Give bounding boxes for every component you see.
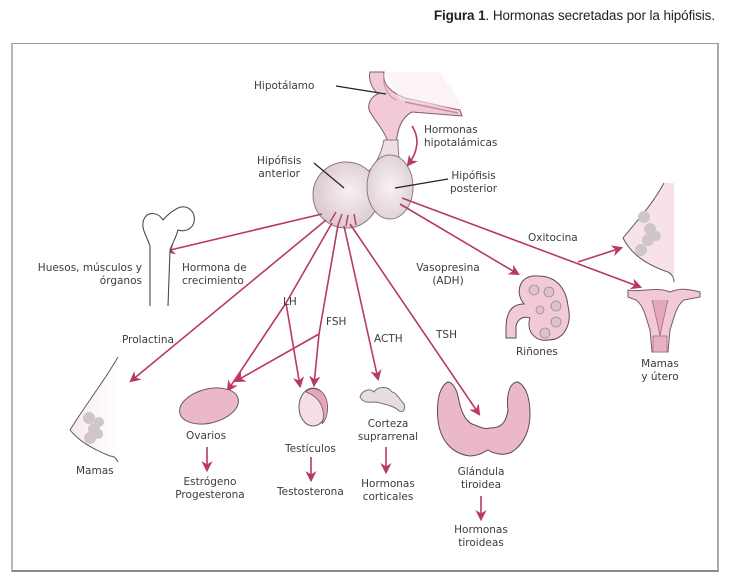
hormone-arrows (129, 125, 643, 522)
label-prolactin: Prolactina (122, 334, 174, 346)
arrow-oxytocin-uterus (401, 197, 643, 290)
label-line: tiroidea (460, 479, 502, 491)
label-line: Hipófisis (257, 155, 302, 167)
label-line: Huesos, músculos y (37, 262, 142, 274)
label-line: y útero (641, 371, 679, 383)
label-posterior-pituitary: Hipófisis posterior (450, 170, 497, 196)
kidney-illustration (505, 275, 570, 341)
testis-illustration (298, 387, 329, 427)
label-line: corticales (362, 491, 414, 503)
label-line: Estrógeno (183, 476, 237, 488)
arrow-prolactin (129, 219, 327, 383)
label-line: Hormonas (424, 124, 478, 136)
label-testis-hormone: Testosterona (277, 486, 344, 498)
label-kidneys: Riñones (516, 346, 558, 358)
label-oxytocin: Oxitocina (528, 232, 578, 244)
label-breasts-left: Mamas (76, 465, 114, 477)
label-fsh: FSH (326, 316, 347, 328)
label-hypothalamic-hormones: Hormonas hipotalámicas (424, 124, 497, 150)
label-line: hipotalámicas (424, 137, 498, 149)
label-line: Hormonas (454, 524, 508, 536)
label-vasopressin: Vasopresina (ADH) (410, 262, 486, 288)
arrow-lh-stem (285, 222, 333, 304)
label-line: anterior (258, 168, 301, 180)
hypothalamus-illustration (368, 71, 465, 143)
arrow-growth-hormone (163, 213, 323, 255)
label-line: Vasopresina (416, 262, 480, 274)
label-lh: LH (283, 296, 297, 308)
label-acth: ACTH (374, 333, 403, 345)
adrenal-cortex-illustration (359, 387, 405, 413)
label-line: tiroideas (458, 537, 504, 549)
figure-title: . Hormonas secretadas por la hipófisis. (485, 8, 716, 23)
label-line: (ADH) (432, 275, 464, 287)
label-line: suprarrenal (357, 431, 419, 443)
uterus-illustration (627, 288, 701, 353)
label-thyroid: Glándula tiroidea (452, 466, 510, 492)
label-line: Mamas (641, 358, 679, 370)
label-thyroid-hormones: Hormonas tiroideas (450, 524, 512, 550)
gland-rays (329, 211, 357, 227)
arrow-lh-ovaries (226, 302, 287, 392)
label-line: Hipófisis (451, 170, 496, 182)
label-bones-target: Huesos, músculos y órganos (36, 262, 142, 288)
posterior-pituitary-gland (366, 154, 414, 220)
label-adrenal-cortex: Corteza suprarrenal (355, 418, 421, 444)
breast-right-illustration (622, 182, 675, 283)
label-line: Hormonas (361, 478, 415, 490)
ovary-illustration (179, 387, 239, 425)
arrow-fsh-ovaries (234, 333, 320, 383)
label-line: Corteza (367, 418, 409, 430)
label-line: posterior (450, 183, 498, 195)
label-breasts-uterus: Mamas y útero (632, 358, 688, 384)
label-ovaries: Ovarios (186, 430, 227, 442)
leader-lines (313, 85, 449, 189)
label-line: órganos (99, 275, 142, 287)
figure-number: Figura 1 (433, 8, 486, 23)
label-testes: Testículos (285, 443, 336, 455)
thyroid-illustration (437, 381, 531, 457)
arrow-hypothalamic-hormones (406, 125, 418, 167)
arrow-fsh-stem (318, 224, 339, 335)
arrow-oxytocin-breast (577, 245, 624, 263)
breast-left-illustration (69, 356, 119, 463)
figure-caption: Figura 1. Hormonas secretadas por la hip… (434, 8, 715, 23)
label-tsh: TSH (436, 329, 457, 341)
arrow-vasopressin (399, 203, 520, 276)
leader-hypothalamus (335, 85, 387, 95)
figure-frame (11, 43, 719, 572)
arrow-acth (343, 225, 382, 382)
arrow-fsh-testes (309, 333, 321, 388)
label-hypothalamus: Hipotálamo (254, 80, 315, 92)
femur-illustration (142, 206, 195, 307)
leader-anterior (313, 162, 345, 189)
label-ovary-hormones: Estrógeno Progesterona (172, 476, 248, 502)
label-line: crecimiento (182, 275, 244, 287)
label-line: Glándula (457, 466, 505, 478)
label-cortical-hormones: Hormonas corticales (358, 478, 418, 504)
arrow-lh-testes (285, 302, 305, 389)
label-growth-hormone: Hormona de crecimiento (182, 262, 247, 288)
label-line: Hormona de (182, 262, 247, 274)
label-line: Progesterona (175, 489, 245, 501)
arrow-tsh (349, 223, 481, 416)
leader-posterior (394, 178, 449, 189)
label-anterior-pituitary: Hipófisis anterior (257, 155, 301, 181)
